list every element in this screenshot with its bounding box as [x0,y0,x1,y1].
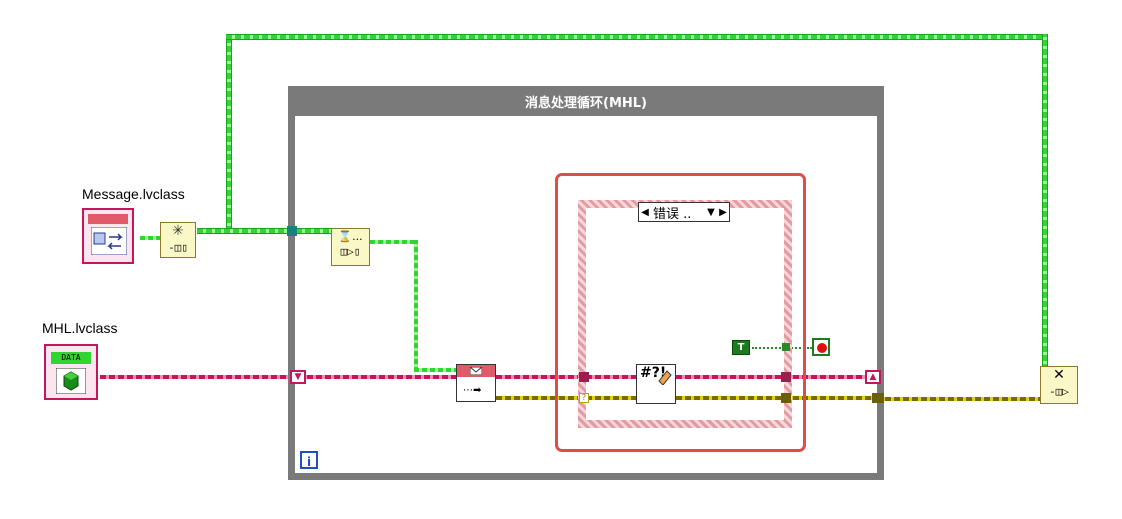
eraser-icon [658,370,672,385]
release-queue-glyph: ✕ [1053,367,1065,383]
queue-wire-to-dispatch [414,368,458,372]
queue-wire-dequeue-out [370,240,418,244]
iteration-terminal[interactable]: i [300,451,318,469]
case-structure-frame[interactable] [578,200,792,428]
mhl-class-label: MHL.lvclass [42,320,118,336]
case-selector-tunnel[interactable]: ? [579,393,589,403]
message-class-constant[interactable] [82,208,134,264]
true-constant-label: T [737,342,745,353]
envelope-icon [470,367,482,375]
dequeue-glyph: ⌛... [338,230,363,243]
message-class-icon [91,227,127,255]
release-queue-icon: -◫▷ [1049,385,1069,398]
queue-icon: -◫▯ [168,241,188,254]
queue-wire-outer-top [226,34,1048,40]
release-queue-vi[interactable]: ✕ -◫▷ [1040,366,1078,404]
loop-title: 消息处理循环(MHL) [288,86,884,116]
case-prev-arrow-icon[interactable]: ◀ [641,206,649,218]
dequeue-element-vi[interactable]: ⌛... ◫▷▯ [331,228,370,266]
queue-wire-outer-right-vertical [1042,34,1048,370]
queue-wire-dequeue-down [414,240,418,372]
case-bool-tunnel[interactable] [782,343,790,351]
shift-register-left[interactable]: ▼ [290,370,306,384]
dequeue-queue-icon: ◫▷▯ [340,245,361,258]
queue-wire-outer-left-vertical [226,34,232,232]
stop-terminal[interactable] [812,338,830,356]
case-selector-label: 错误 .. [653,206,692,222]
queue-tunnel-left[interactable] [287,226,297,236]
message-class-header [88,214,128,224]
queue-wire-into-loop [197,228,337,234]
data-badge: DATA [51,352,91,364]
case-dropdown-icon[interactable]: ▼ [707,206,715,218]
clear-errors-vi[interactable]: #?! [636,364,676,404]
clear-errors-glyph: #?! [640,365,667,381]
obtain-queue-vi[interactable]: ✳ -◫▯ [160,222,196,258]
case-selector[interactable]: ◀ 错误 .. ▼ ▶ [638,202,730,222]
stop-icon [817,343,827,353]
error-tunnel-right[interactable] [872,393,884,403]
mhl-class-constant[interactable]: DATA [44,344,98,400]
dispatch-arrow-icon: ⋯➡ [463,385,482,396]
shift-register-right[interactable]: ▲ [865,370,881,384]
case-class-tunnel-right[interactable] [781,372,791,382]
mhl-cube-icon [56,368,86,394]
data-label: DATA [61,353,81,362]
case-error-tunnel-right[interactable] [781,393,791,403]
case-class-tunnel-left[interactable] [579,372,589,382]
queue-wire-obtain-short [140,236,162,240]
case-next-arrow-icon[interactable]: ▶ [719,206,727,218]
shift-right-arrow: ▲ [869,372,877,382]
message-dispatch-vi[interactable]: ⋯➡ [456,364,496,402]
while-loop-frame[interactable] [288,86,884,480]
error-wire-out [876,397,1042,401]
obtain-queue-glyph: ✳ [172,223,184,239]
message-class-label: Message.lvclass [82,186,185,202]
case-highlight-box [555,173,806,452]
shift-left-arrow: ▼ [294,372,302,382]
true-constant[interactable]: T [732,340,750,355]
